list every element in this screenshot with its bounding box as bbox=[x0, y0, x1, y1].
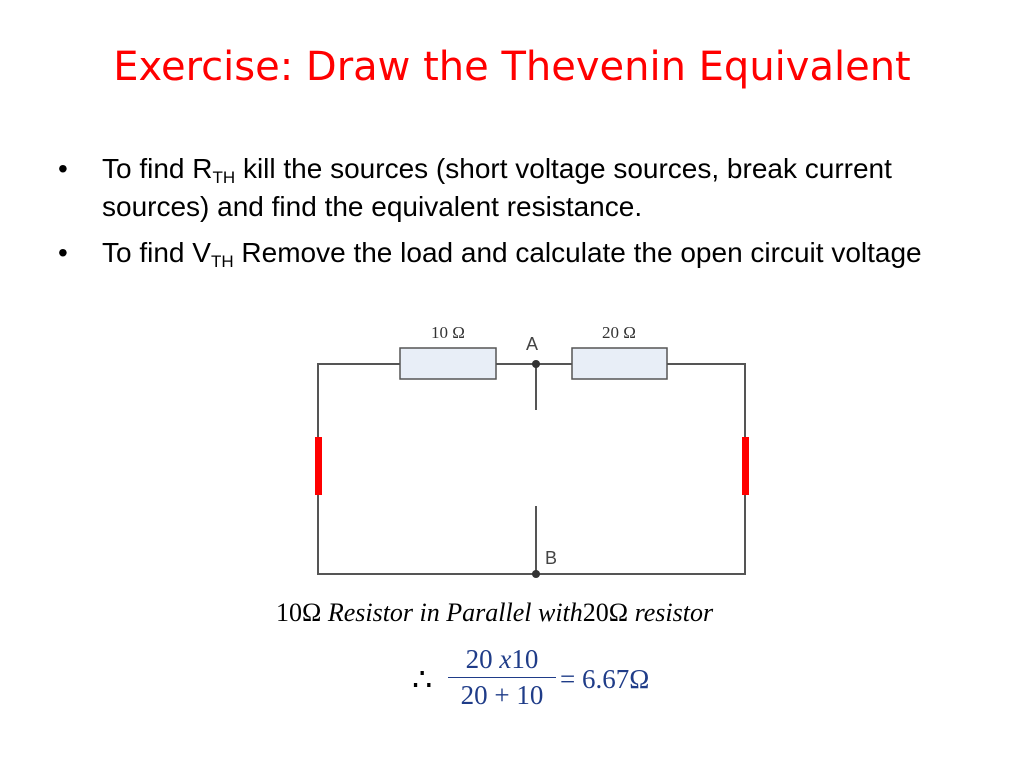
parallel-caption: 10Ω Resistor in Parallel with20Ω resisto… bbox=[276, 598, 713, 628]
resistor-20-label: 20 Ω bbox=[602, 323, 636, 342]
bullet-list: • To find RTH kill the sources (short vo… bbox=[58, 150, 978, 280]
fraction: 20 x10 20 + 10 bbox=[448, 644, 556, 711]
node-a-dot bbox=[532, 360, 540, 368]
node-b-dot bbox=[532, 570, 540, 578]
equation-result: = 6.67Ω bbox=[560, 664, 650, 694]
fraction-numerator: 20 x10 bbox=[448, 644, 556, 678]
bullet-rth-sub: TH bbox=[212, 168, 236, 187]
bullet-vth: • To find VTH Remove the load and calcul… bbox=[58, 234, 978, 272]
numerator-b: 10 bbox=[511, 644, 539, 674]
bullet-vth-pre: To find V bbox=[102, 237, 211, 268]
bullet-dot: • bbox=[58, 237, 68, 268]
node-b-label: B bbox=[545, 548, 557, 568]
resistor-10-ohm bbox=[399, 347, 497, 380]
bullet-rth: • To find RTH kill the sources (short vo… bbox=[58, 150, 978, 226]
source-right bbox=[742, 437, 749, 495]
caption-20-ohm: 20Ω bbox=[582, 598, 629, 627]
resistor-20-ohm bbox=[571, 347, 668, 380]
therefore-symbol: ∴ bbox=[412, 661, 433, 697]
resistor-10-label: 10 Ω bbox=[431, 323, 465, 342]
slide-title: Exercise: Draw the Thevenin Equivalent bbox=[113, 44, 911, 90]
bullet-vth-sub: TH bbox=[210, 252, 234, 271]
bullet-dot: • bbox=[58, 153, 68, 184]
bullet-vth-post: Remove the load and calculate the open c… bbox=[233, 237, 922, 268]
numerator-a: 20 bbox=[465, 644, 493, 674]
fraction-denominator: 20 + 10 bbox=[460, 680, 544, 710]
numerator-times: x bbox=[499, 644, 512, 674]
caption-end: resistor bbox=[634, 598, 714, 627]
bullet-rth-pre: To find R bbox=[102, 153, 213, 184]
caption-middle: Resistor in Parallel with bbox=[327, 598, 583, 627]
caption-10-ohm: 10Ω bbox=[276, 598, 322, 627]
node-a-label: A bbox=[526, 334, 538, 354]
source-left bbox=[315, 437, 322, 495]
bullet-rth-post: kill the sources (short voltage sources,… bbox=[102, 153, 892, 222]
circuit-wire-loop bbox=[317, 363, 746, 575]
